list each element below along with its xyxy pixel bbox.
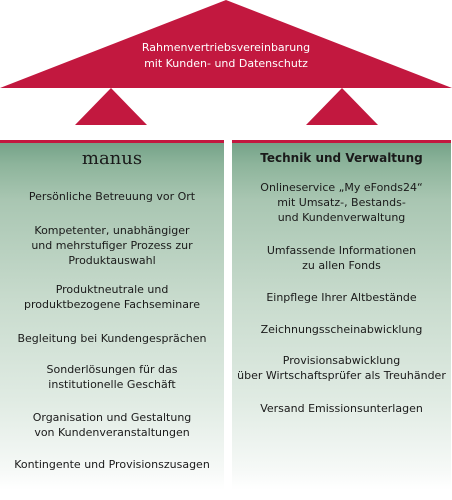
- roof-graphic: [0, 0, 452, 125]
- left-item-personal-support: Persönliche Betreuung vor Ort: [0, 189, 224, 204]
- left-item-contingents: Kontingente und Provisionszusagen: [0, 457, 224, 472]
- roof-label-line-2: mit Kunden- und Datenschutz: [144, 57, 308, 70]
- right-support-triangle: [306, 88, 378, 125]
- item-line: Produktneutrale und: [55, 283, 169, 296]
- item-line: Provisionsabwicklung: [282, 354, 401, 367]
- item-line: Umfassende Informationen: [266, 244, 417, 257]
- item-line: Persönliche Betreuung vor Ort: [28, 190, 196, 203]
- item-line: von Kundenveranstaltungen: [34, 426, 190, 439]
- item-line: Organisation und Gestaltung: [32, 411, 192, 424]
- roof-label-line-1: Rahmenvertriebsvereinbarung: [141, 41, 311, 54]
- left-item-events: Organisation und Gestaltung von Kundenve…: [0, 410, 224, 440]
- roof-label: Rahmenvertriebsvereinbarung mit Kunden- …: [100, 40, 352, 72]
- item-line: Onlineservice „My eFonds24“: [260, 181, 423, 194]
- item-line: zu allen Fonds: [302, 259, 381, 272]
- right-item-subscription-processing: Zeichnungsscheinabwicklung: [232, 322, 451, 337]
- right-item-issuance-documents: Versand Emissionsunterlagen: [232, 401, 451, 416]
- right-pillar: Technik und Verwaltung Onlineservice „My…: [232, 140, 451, 500]
- item-line: Zeichnungsscheinabwicklung: [260, 323, 423, 336]
- item-line: Begleitung bei Kundengesprächen: [17, 332, 207, 345]
- right-item-online-service: Onlineservice „My eFonds24“ mit Umsatz-,…: [232, 180, 451, 225]
- left-pillar: manus Persönliche Betreuung vor Ort Komp…: [0, 140, 224, 500]
- item-line: Kontingente und Provisionszusagen: [14, 458, 210, 471]
- roof-triangle: [0, 0, 452, 88]
- item-line: Produktauswahl: [68, 254, 156, 267]
- left-pillar-title: manus: [81, 148, 143, 169]
- item-line: Kompetenter, unabhängiger: [34, 224, 190, 237]
- right-item-commission-processing: Provisionsabwicklung über Wirtschaftsprü…: [232, 353, 451, 383]
- right-pillar-top-border: [232, 140, 451, 143]
- left-pillar-top-border: [0, 140, 224, 143]
- left-item-special-solutions: Sonderlösungen für das institutionelle G…: [0, 362, 224, 392]
- right-pillar-title: Technik und Verwaltung: [260, 151, 423, 165]
- left-item-customer-talks: Begleitung bei Kundengesprächen: [0, 331, 224, 346]
- left-item-seminars: Produktneutrale und produktbezogene Fach…: [0, 282, 224, 312]
- item-line: institutionelle Geschäft: [48, 378, 176, 391]
- left-item-product-selection: Kompetenter, unabhängiger und mehrstufig…: [0, 223, 224, 268]
- item-line: Sonderlösungen für das: [46, 363, 178, 376]
- item-line: über Wirtschaftsprüfer als Treuhänder: [237, 369, 446, 382]
- item-line: mit Umsatz-, Bestands-: [277, 196, 406, 209]
- item-line: Einpflege Ihrer Altbestände: [266, 291, 417, 304]
- item-line: und Kundenverwaltung: [277, 211, 406, 224]
- item-line: produktbezogene Fachseminare: [24, 298, 200, 311]
- right-item-legacy-holdings: Einpflege Ihrer Altbestände: [232, 290, 451, 305]
- right-item-fund-information: Umfassende Informationen zu allen Fonds: [232, 243, 451, 273]
- left-support-triangle: [75, 88, 147, 125]
- item-line: und mehrstufiger Prozess zur: [31, 239, 193, 252]
- item-line: Versand Emissionsunterlagen: [260, 402, 423, 415]
